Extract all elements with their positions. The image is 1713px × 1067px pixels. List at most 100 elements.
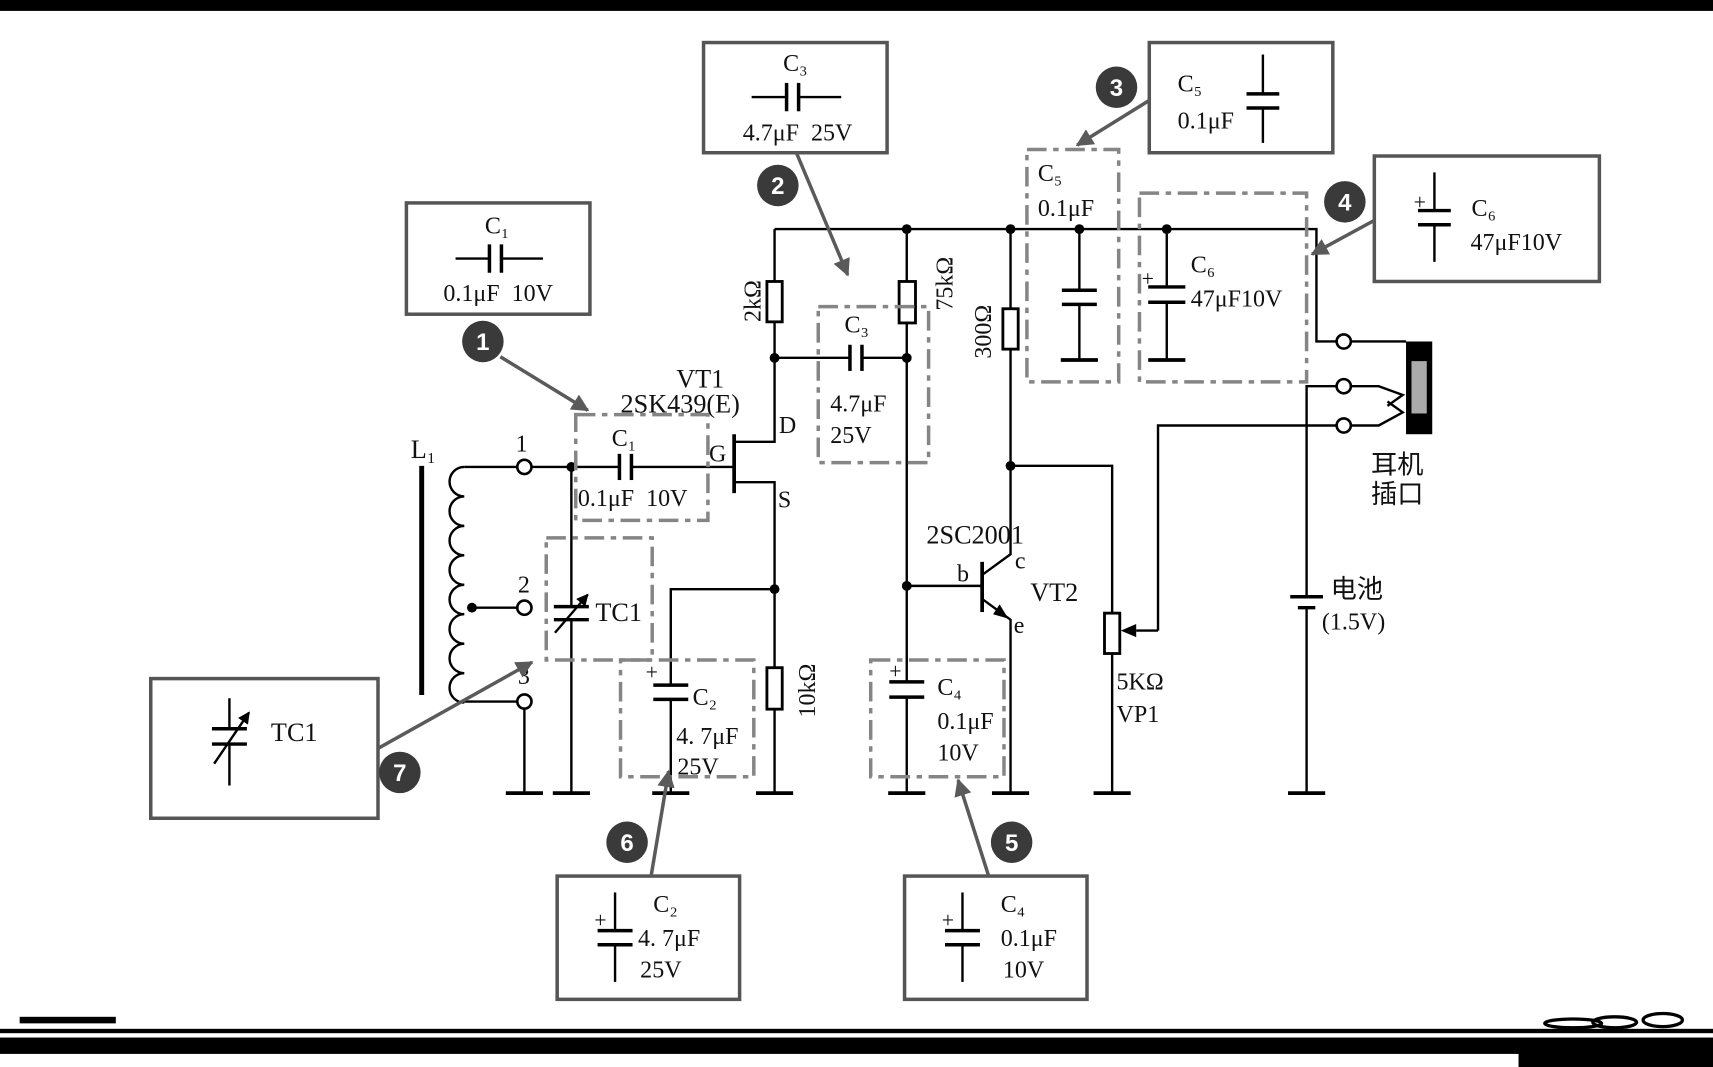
callout-c5-badge bbox=[1095, 66, 1138, 109]
source-wire bbox=[734, 481, 776, 668]
callout-c2-arrow bbox=[649, 769, 675, 877]
vt1-part: 2SK439(E) bbox=[621, 389, 740, 418]
callout-c1-badge bbox=[462, 320, 504, 363]
c3-voltage: 25V bbox=[830, 423, 872, 449]
vt2-part: 2SC2001 bbox=[926, 520, 1024, 549]
callout-c2: + C₂ 4. 7μF 25V 6 bbox=[555, 769, 742, 1002]
vp1-value: 5KΩ bbox=[1117, 670, 1164, 696]
c5-dashed-box bbox=[1025, 147, 1121, 384]
tap-1-label: 1 bbox=[516, 432, 528, 458]
callout-c6-value: 47μF10V bbox=[1470, 230, 1562, 256]
jack-insert bbox=[1411, 361, 1427, 414]
bottom-right-scribble bbox=[1543, 1011, 1685, 1030]
capacitor-c1: C₁ 0.1μF 10V bbox=[573, 412, 710, 523]
collector-wire bbox=[981, 349, 1012, 576]
callout-c2-value: 4. 7μF bbox=[638, 926, 700, 952]
c4-voltage: 10V bbox=[937, 740, 979, 766]
jack-terminal-bottom bbox=[1335, 417, 1353, 434]
jack-terminal-middle bbox=[1335, 377, 1353, 395]
c2-value: 4. 7μF bbox=[676, 724, 738, 750]
callout-c1-value: 0.1μF 10V bbox=[443, 281, 553, 307]
callout-tc1-badge bbox=[379, 751, 421, 794]
callout-c2-badge bbox=[606, 821, 648, 863]
callout-c6-ref: C₆ bbox=[1472, 196, 1496, 222]
callout-c6-badge bbox=[1324, 181, 1366, 223]
vt2-ref: VT2 bbox=[1030, 578, 1078, 607]
terminals bbox=[515, 333, 1353, 710]
jack-label-line1: 耳机 bbox=[1371, 451, 1423, 480]
c1-value: 0.1μF 10V bbox=[578, 486, 688, 512]
callout-c5-badge-number: 3 bbox=[1110, 75, 1123, 102]
capacitor-c6: + C₆ 47μF10V bbox=[1137, 191, 1309, 384]
junction-dot bbox=[901, 352, 912, 363]
battery-label: 电池 bbox=[1331, 575, 1383, 604]
coil-terminal-3 bbox=[515, 693, 533, 710]
c1-dashed-box bbox=[573, 412, 710, 523]
inductor-l1: L₁ 1 2 3 bbox=[411, 432, 530, 704]
bottom-border-thick bbox=[0, 1037, 1713, 1054]
resistor-300 bbox=[1001, 307, 1020, 351]
c4-value: 0.1μF bbox=[937, 709, 993, 735]
c6-plus-sign: + bbox=[1142, 267, 1154, 291]
callout-tc1: TC1 7 bbox=[149, 660, 534, 820]
l1-label: L₁ bbox=[411, 435, 436, 464]
junction-dot bbox=[566, 462, 577, 472]
c3-value: 4.7μF bbox=[830, 391, 886, 417]
battery-wire-top bbox=[1305, 385, 1337, 597]
jack-terminal-top bbox=[1335, 333, 1353, 350]
c3-ref: C₃ bbox=[844, 313, 868, 339]
wiring bbox=[464, 227, 1337, 794]
callout-c6-badge-number: 4 bbox=[1338, 190, 1352, 217]
resistor-75k bbox=[897, 280, 917, 325]
tc1-ref: TC1 bbox=[595, 598, 642, 627]
callout-tc1-box bbox=[149, 676, 380, 820]
resistors: 2kΩ 75kΩ 300Ω 10kΩ bbox=[740, 257, 1020, 718]
callout-tc1-badge-number: 7 bbox=[393, 760, 406, 787]
ground-bars bbox=[505, 358, 1326, 796]
drain-wire-lower bbox=[734, 321, 776, 444]
c6-value: 47μF10V bbox=[1191, 287, 1283, 313]
battery-voltage: (1.5V) bbox=[1322, 610, 1385, 636]
c2-plus-sign: + bbox=[646, 661, 658, 685]
callout-c2-badge-number: 6 bbox=[620, 830, 633, 857]
callout-c6-plus-sign: + bbox=[1414, 190, 1426, 214]
junction-dot bbox=[1161, 224, 1172, 235]
callout-c1-ref: C₁ bbox=[485, 213, 509, 239]
callout-c5-box bbox=[1147, 40, 1335, 155]
vt1-drain-label: D bbox=[779, 413, 796, 439]
resistor-10k bbox=[765, 666, 784, 711]
vt1-ref: VT1 bbox=[676, 364, 724, 393]
capacitor-c4: + C₄ 0.1μF 10V bbox=[868, 658, 1006, 779]
capacitor-c2: + C₂ 4. 7μF 25V bbox=[618, 658, 756, 781]
vt2-emitter-arrow bbox=[993, 604, 1009, 619]
c4-ref: C₄ bbox=[937, 675, 961, 701]
vt1-source-label: S bbox=[778, 487, 791, 513]
callout-c6-arrow bbox=[1310, 218, 1376, 256]
c6-dashed-box bbox=[1137, 191, 1309, 384]
callout-c3-badge-number: 2 bbox=[771, 173, 784, 200]
callout-c5-arrow bbox=[1075, 98, 1151, 147]
vp1-wiper-arrow bbox=[1120, 624, 1137, 638]
junction-dots bbox=[467, 224, 1172, 613]
vt2-emitter-label: e bbox=[1014, 613, 1025, 639]
callout-tc1-adjust-arrow bbox=[213, 711, 251, 765]
c4-plus-sign: + bbox=[889, 660, 901, 684]
battery: 电池 (1.5V) bbox=[1290, 575, 1385, 636]
c2-dashed-box bbox=[618, 658, 756, 779]
junction-dot bbox=[1005, 224, 1016, 235]
earphone-jack: 耳机 插口 bbox=[1351, 340, 1433, 509]
callout-c2-plus-sign: + bbox=[594, 908, 606, 932]
resistor-2k-label: 2kΩ bbox=[740, 280, 766, 322]
callout-c4-plus-sign: + bbox=[942, 908, 954, 932]
callout-c4-badge-number: 5 bbox=[1005, 830, 1018, 857]
callout-c3-box bbox=[701, 40, 889, 155]
coil-terminal-1 bbox=[515, 458, 533, 476]
vp1-body bbox=[1103, 611, 1122, 655]
callout-c1-box bbox=[404, 201, 592, 316]
callout-c3-arrow bbox=[794, 152, 850, 277]
coil-winding bbox=[448, 465, 465, 704]
emitter-wire bbox=[981, 597, 1012, 794]
vp1-ref: VP1 bbox=[1117, 702, 1160, 728]
junction-dot bbox=[901, 580, 912, 591]
